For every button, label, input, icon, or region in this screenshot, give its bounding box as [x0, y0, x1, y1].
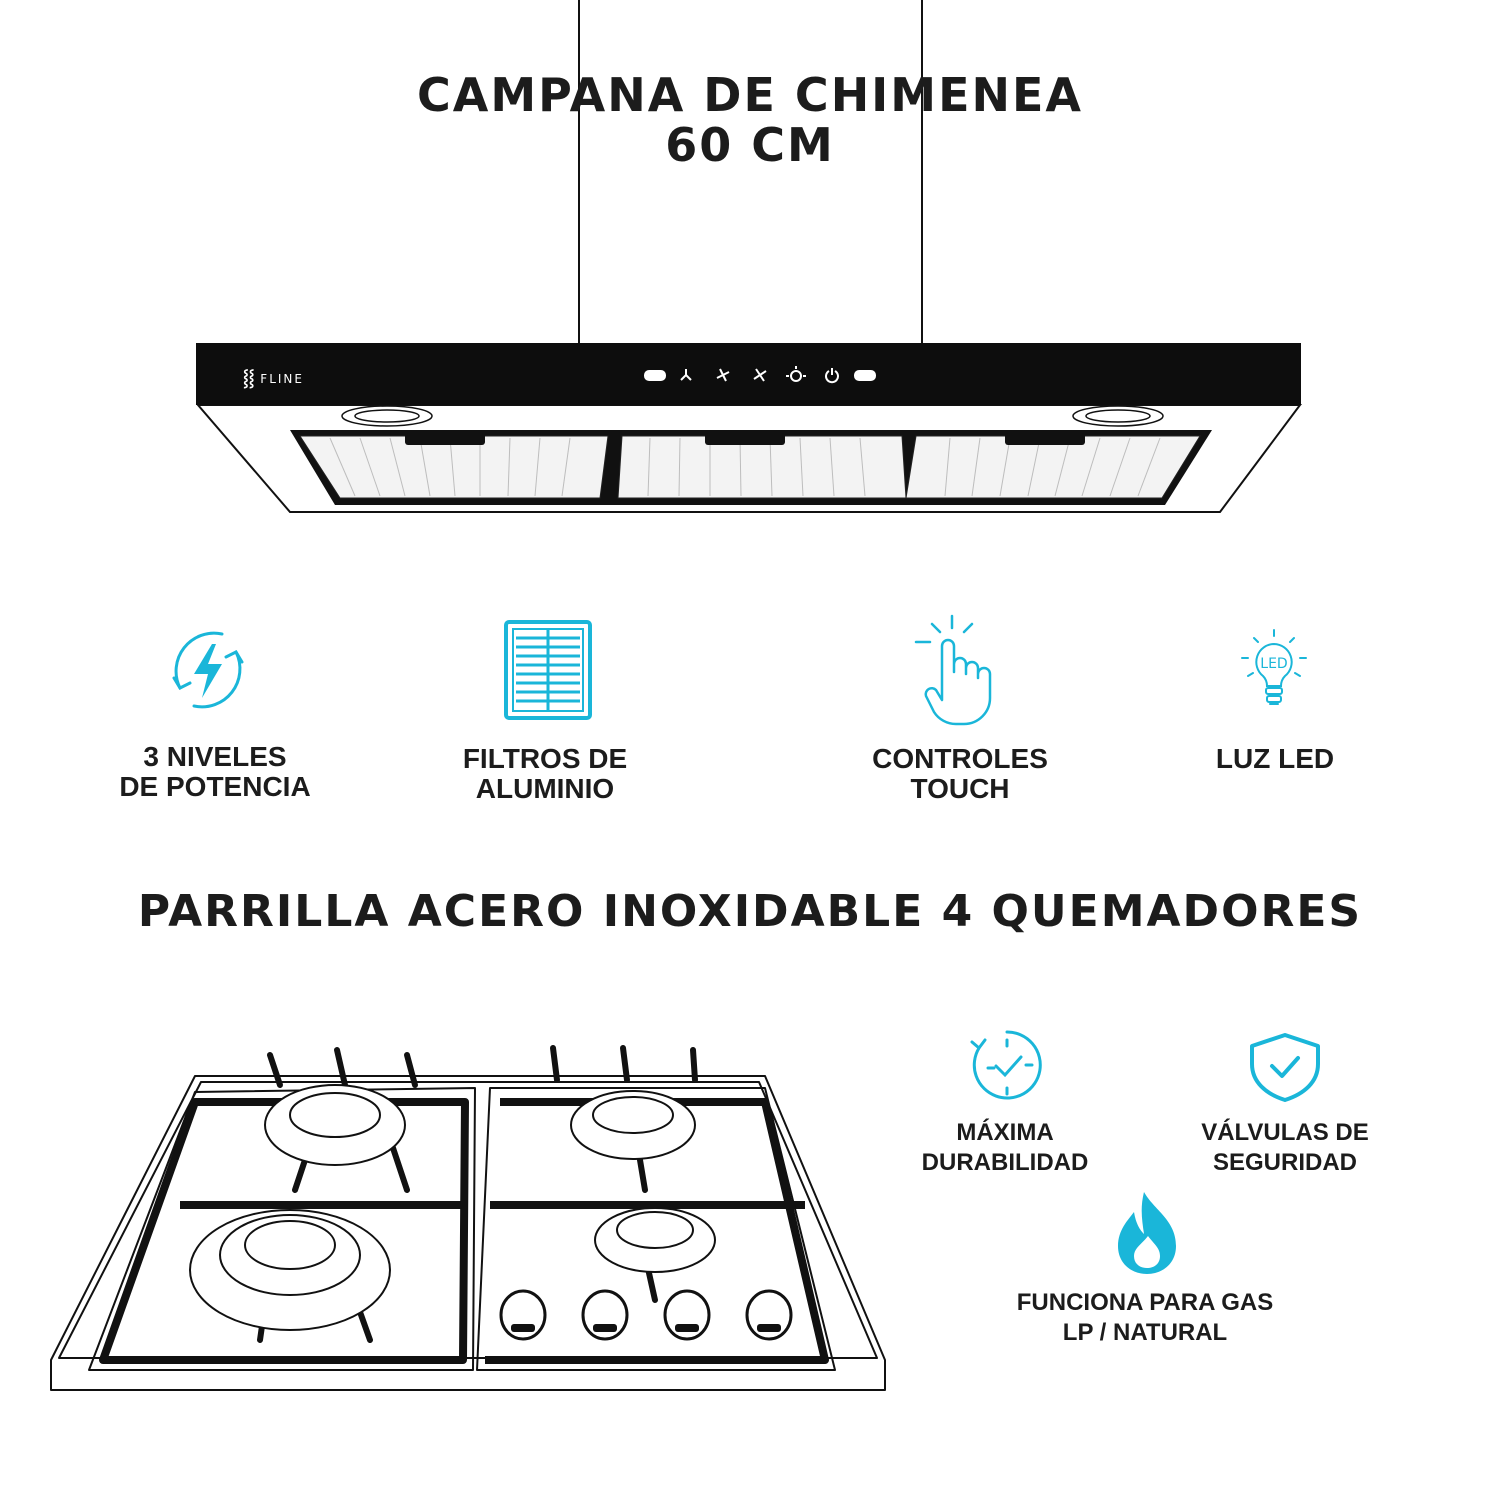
- shield-check-icon: [1250, 1033, 1320, 1102]
- hood-title-line2: 60 CM: [665, 118, 835, 172]
- touch-hand-icon: [914, 614, 992, 726]
- filter-grid-icon: [504, 620, 592, 720]
- hood-title: CAMPANA DE CHIMENEA 60 CM: [0, 70, 1500, 170]
- range-hood-illustration: [195, 343, 1302, 513]
- feature-aluminum-filters-label: FILTROS DE ALUMINIO: [462, 743, 628, 804]
- clock-check-icon: [970, 1030, 1042, 1100]
- brand-name: FLINE: [260, 372, 304, 386]
- feature-power-levels-label: 3 NIVELES DE POTENCIA: [119, 741, 311, 802]
- hood-title-line1: CAMPANA DE CHIMENEA: [416, 68, 1084, 122]
- cooktop-title: PARRILLA ACERO INOXIDABLE 4 QUEMADORES: [137, 886, 1363, 937]
- led-bulb-text: LED: [1260, 656, 1287, 672]
- feature-touch-controls-label: CONTROLES TOUCH: [872, 743, 1048, 804]
- led-bulb-icon: LED: [1241, 629, 1307, 705]
- feature-gas-type-label: FUNCIONA PARA GAS LP / NATURAL: [1016, 1289, 1274, 1346]
- lightning-cycle-icon: [172, 631, 244, 709]
- feature-safety-valves-label: VÁLVULAS DE SEGURIDAD: [1201, 1119, 1369, 1176]
- gas-cooktop-illustration: [50, 1045, 886, 1391]
- hood-chimney: [578, 0, 923, 344]
- brand-mark-icon: ⸾⸾: [243, 368, 255, 387]
- hood-brand-logo: ⸾⸾ FLINE: [243, 366, 304, 388]
- gas-flame-icon: [1118, 1192, 1176, 1274]
- feature-durability-label: MÁXIMA DURABILIDAD: [921, 1119, 1089, 1176]
- feature-led-light-label: LUZ LED: [1215, 743, 1335, 774]
